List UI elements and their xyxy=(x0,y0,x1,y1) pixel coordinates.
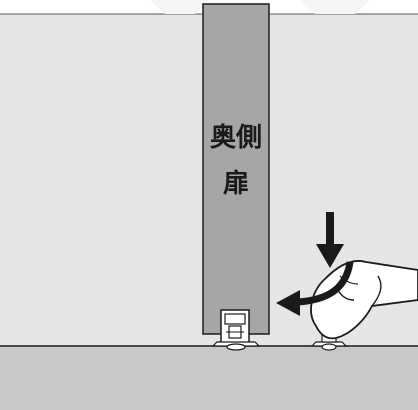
floor xyxy=(0,346,418,410)
back-door-panel xyxy=(202,3,270,335)
door-stopper-icon xyxy=(211,309,261,351)
bg-shape-right xyxy=(300,0,370,14)
down-arrow-icon xyxy=(316,212,344,268)
curved-left-arrow-icon xyxy=(276,261,354,316)
door-label-line2: 扉 xyxy=(223,169,249,199)
door-label-line1: 奥側 xyxy=(210,122,262,153)
bg-shape-left xyxy=(150,0,210,14)
